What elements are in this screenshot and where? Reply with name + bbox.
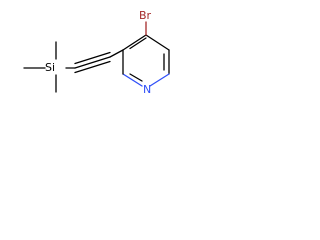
chemical-structure-diagram: Si Br N	[23, 9, 170, 96]
nitrogen-label: N	[143, 83, 151, 96]
ring-bond-c6-n	[149, 73, 170, 87]
silicon-label: Si	[45, 61, 55, 74]
ring-bond-c4-c5	[145, 34, 170, 51]
ring-double-bond-lower	[129, 73, 143, 82]
ring-double-bond-upper	[129, 37, 147, 50]
ring-bond-n-c2	[122, 73, 143, 87]
triple-bond-line-1	[74, 56, 111, 69]
alkyne-ring-bond	[109, 49, 124, 58]
triple-bond-line-2	[74, 51, 111, 65]
bromine-label: Br	[139, 9, 152, 22]
triple-bond-line-3	[74, 60, 111, 74]
ring-bond-c3-c4	[122, 34, 147, 51]
